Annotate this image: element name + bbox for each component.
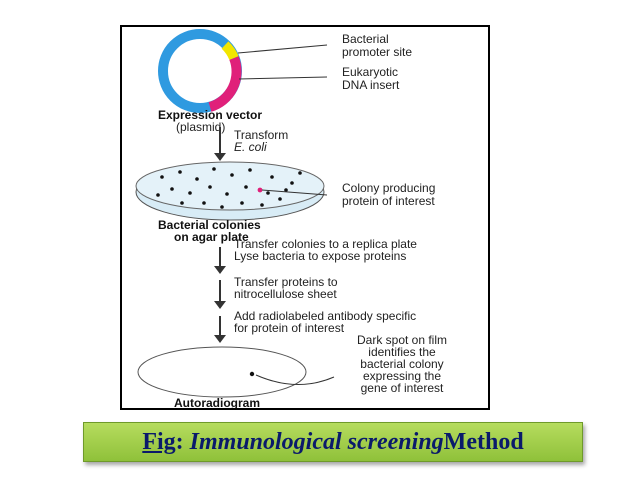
colony-dot — [202, 201, 206, 205]
spot-label-5: gene of interest — [361, 381, 444, 395]
colony-dot — [290, 181, 294, 185]
colony-dot — [260, 203, 264, 207]
step1-label-2: E. coli — [234, 140, 267, 154]
spot-label-1: Dark spot on film — [357, 333, 447, 347]
positive-colony — [257, 187, 263, 193]
promoter-label-2: promoter site — [342, 45, 412, 59]
arrow-replica — [214, 247, 226, 274]
promoter-leader-line — [237, 44, 328, 54]
colony-dot — [212, 167, 216, 171]
colony-dot — [230, 173, 234, 177]
bacterial-colonies — [156, 167, 302, 209]
plasmid-ring — [158, 29, 242, 113]
colony-dot — [248, 168, 252, 172]
caption-title: Immunological screening — [189, 428, 444, 455]
dna-insert-segment — [208, 56, 242, 112]
step3-label-1: Transfer proteins to — [234, 275, 338, 289]
colony-label-1: Colony producing — [342, 181, 435, 195]
arrow-antibody — [214, 316, 226, 343]
caption-method: Method — [443, 428, 524, 455]
step1-label-1: Transform — [234, 128, 288, 142]
colony-dot — [180, 201, 184, 205]
caption-colon: : — [175, 428, 190, 455]
arrow-nitrocellulose — [214, 280, 226, 309]
arrow-transform — [214, 127, 226, 161]
agar-plate — [135, 161, 325, 221]
colony-dot — [160, 175, 164, 179]
plasmid-label-1: Expression vector — [158, 108, 262, 122]
step4-label-1: Add radiolabeled antibody specific — [234, 309, 416, 323]
insert-leader-line — [238, 76, 328, 80]
colony-label-2: protein of interest — [342, 194, 435, 208]
colony-dot — [284, 188, 288, 192]
autoradiogram-film — [137, 346, 307, 398]
spot-label-4: expressing the — [363, 369, 441, 383]
colony-dot — [266, 191, 270, 195]
spot-label-3: bacterial colony — [360, 357, 443, 371]
colony-dot — [170, 187, 174, 191]
insert-label-1: Eukaryotic — [342, 65, 398, 79]
step2-label-2: Lyse bacteria to expose proteins — [234, 249, 406, 263]
colony-dot — [178, 170, 182, 174]
colony-dot — [225, 192, 229, 196]
step4-label-2: for protein of interest — [234, 321, 345, 335]
caption-fig: Fig — [142, 428, 176, 455]
colony-dot — [208, 185, 212, 189]
plate-label-2: on agar plate — [174, 230, 249, 244]
colony-dot — [298, 171, 302, 175]
plasmid-label-2: (plasmid) — [176, 120, 225, 134]
colony-dot — [270, 175, 274, 179]
colony-dot — [195, 177, 199, 181]
colony-dot — [240, 201, 244, 205]
step3-label-2: nitrocellulose sheet — [234, 287, 337, 301]
promoter-label-1: Bacterial — [342, 32, 389, 46]
colony-dot — [156, 193, 160, 197]
spot-label-2: identifies the — [368, 345, 436, 359]
colony-dot — [188, 191, 192, 195]
diagram-frame: Bacterial promoter site Eukaryotic DNA i… — [120, 25, 490, 410]
colony-dot — [278, 197, 282, 201]
promoter-segment — [221, 41, 239, 61]
screening-diagram: Bacterial promoter site Eukaryotic DNA i… — [135, 29, 447, 408]
step2-label-1: Transfer colonies to a replica plate — [234, 237, 417, 251]
colony-leader-line — [261, 189, 328, 196]
film-label: Autoradiogram — [174, 396, 260, 408]
colony-dot — [220, 205, 224, 209]
dark-spot — [249, 371, 255, 377]
insert-label-2: DNA insert — [342, 78, 400, 92]
spot-leader-line — [255, 374, 335, 385]
colony-dot — [244, 185, 248, 189]
plate-label-1: Bacterial colonies — [158, 218, 261, 232]
